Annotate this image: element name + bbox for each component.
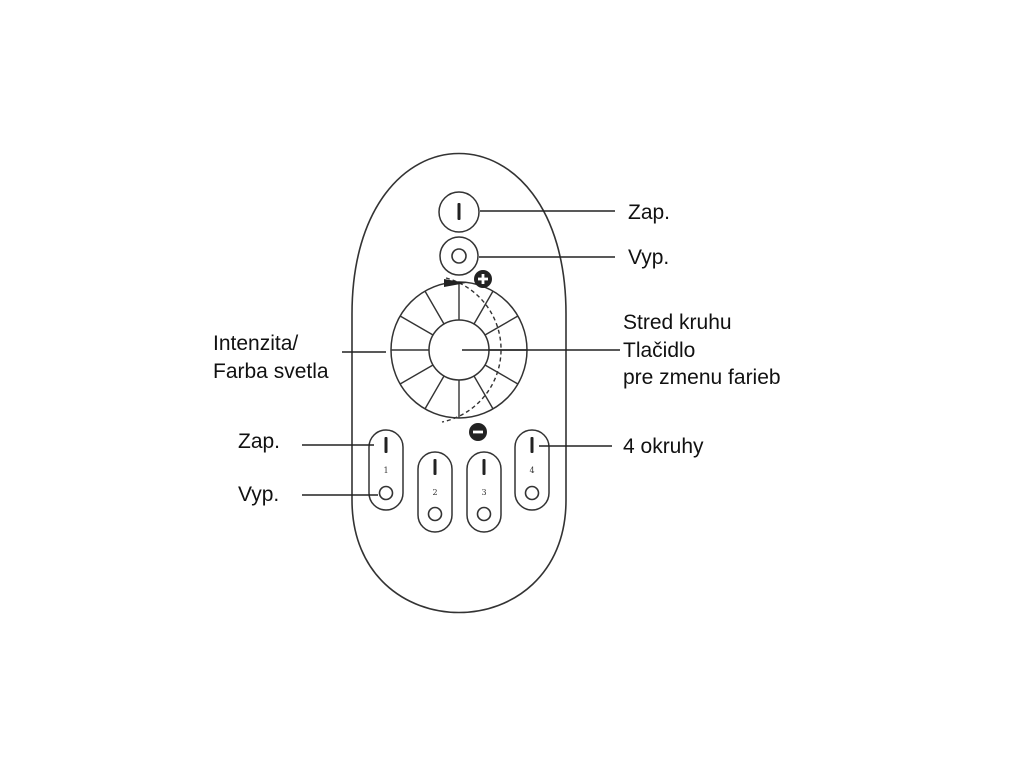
power-on-icon bbox=[482, 459, 486, 475]
minus-icon[interactable] bbox=[469, 423, 487, 441]
wheel-divider bbox=[484, 364, 519, 385]
power-on-icon bbox=[530, 437, 534, 453]
label-intensity-line1: Intenzita/ bbox=[213, 332, 298, 355]
power-on-icon bbox=[457, 203, 461, 220]
zone-number-1: 1 bbox=[383, 466, 388, 475]
wheel-divider bbox=[484, 315, 519, 336]
power-on-icon bbox=[433, 459, 437, 475]
power-off-icon bbox=[524, 485, 540, 501]
zone-button-1[interactable]: 1 bbox=[368, 429, 404, 511]
power-off-icon bbox=[451, 248, 467, 264]
zone-button-2[interactable]: 2 bbox=[417, 451, 453, 533]
label-center-line2: Tlačidlo bbox=[623, 339, 695, 362]
label-intensity-line2: Farba svetla bbox=[213, 360, 329, 383]
power-off-icon bbox=[476, 506, 492, 522]
label-center-line1: Stred kruhu bbox=[623, 311, 732, 334]
zone-number-2: 2 bbox=[432, 488, 437, 497]
zone-number-4: 4 bbox=[529, 466, 534, 475]
wheel-divider bbox=[473, 290, 494, 325]
power-off-icon bbox=[427, 506, 443, 522]
power-off-icon bbox=[378, 485, 394, 501]
zone-number-3: 3 bbox=[481, 488, 486, 497]
wheel-divider bbox=[399, 315, 434, 336]
label-power-off: Vyp. bbox=[628, 246, 669, 269]
intensity-arrow-icon bbox=[444, 279, 466, 287]
master-off-button[interactable] bbox=[439, 236, 479, 276]
wheel-divider bbox=[399, 364, 434, 385]
label-center-line3: pre zmenu farieb bbox=[623, 366, 781, 389]
wheel-divider bbox=[473, 375, 494, 410]
zone-button-4[interactable]: 4 bbox=[514, 429, 550, 511]
wheel-divider bbox=[424, 290, 445, 325]
label-zone-on: Zap. bbox=[238, 430, 280, 453]
label-zone-off: Vyp. bbox=[238, 483, 279, 506]
label-zones: 4 okruhy bbox=[623, 435, 704, 458]
plus-icon[interactable] bbox=[474, 270, 492, 288]
master-on-button[interactable] bbox=[438, 191, 480, 233]
power-on-icon bbox=[384, 437, 388, 453]
wheel-divider bbox=[424, 375, 445, 410]
intensity-arc bbox=[441, 277, 502, 423]
zone-button-3[interactable]: 3 bbox=[466, 451, 502, 533]
label-power-on: Zap. bbox=[628, 201, 670, 224]
